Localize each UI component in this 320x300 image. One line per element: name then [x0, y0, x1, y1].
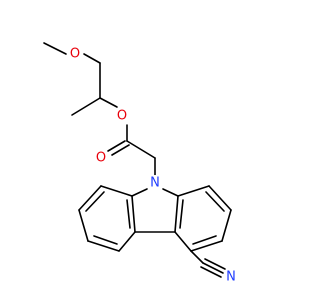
ring-nitrogen-bg [147, 175, 163, 191]
atom-labels: O O O N N [67, 46, 239, 285]
bond-nitrile-triple-1 [202, 262, 224, 274]
bond-lines [43, 42, 232, 278]
ester-oxygen-label: O [117, 109, 127, 124]
bond-right-inner-1 [205, 191, 225, 212]
bond-o-ch2 [83, 53, 101, 64]
carbonyl-oxygen-bg [93, 150, 109, 166]
bond-right-inner-3 [179, 199, 184, 229]
bond-left-inner-1 [85, 191, 105, 212]
bond-methyl-o [43, 42, 67, 55]
bond-c6-c5 [87, 240, 120, 252]
bond-n-c8a [131, 188, 148, 197]
bond-c2-c3 [221, 209, 232, 242]
bond-left-inner-3 [126, 199, 131, 229]
bond-c8a-c8 [100, 185, 133, 197]
bond-c9a-c1 [177, 185, 210, 197]
nitrile-nitrogen-label: N [226, 270, 236, 285]
bond-nitrile-triple-2 [204, 258, 226, 270]
bond-c1-c2 [208, 185, 232, 211]
bond-c5-c4b [118, 231, 136, 252]
bond-carbonyl-double-2 [111, 144, 130, 156]
bond-c3-cn [190, 250, 204, 264]
bond-c7-c6 [78, 209, 89, 242]
carbonyl-oxygen-label: O [96, 151, 106, 166]
methoxy-oxygen-bg [67, 46, 83, 62]
ring-nitrogen-label: N [150, 176, 160, 191]
bond-c9a-c4a [174, 195, 179, 233]
bond-nitrile-triple-3 [200, 266, 222, 278]
bond-ch-methyl [71, 97, 101, 116]
bond-right-inner-2 [192, 235, 217, 245]
bond-c8-c7 [78, 185, 102, 211]
molecule-diagram: O O O N N [43, 42, 239, 285]
nitrile-nitrogen-bg [223, 269, 239, 285]
structure-svg: O O O N N [43, 42, 239, 285]
bond-c8a-c4b [131, 195, 136, 233]
bond-carbonyl-double-1 [107, 140, 126, 152]
bond-carbonyl-ch2 [126, 140, 156, 159]
bond-n-c9a [162, 188, 179, 197]
bond-ch-oester [99, 97, 118, 108]
bond-c3-c4 [190, 240, 223, 252]
ester-oxygen-bg [114, 108, 130, 124]
bond-left-inner-2 [93, 235, 118, 245]
methoxy-oxygen-label: O [70, 47, 80, 62]
bond-c4-c4a [174, 231, 192, 252]
